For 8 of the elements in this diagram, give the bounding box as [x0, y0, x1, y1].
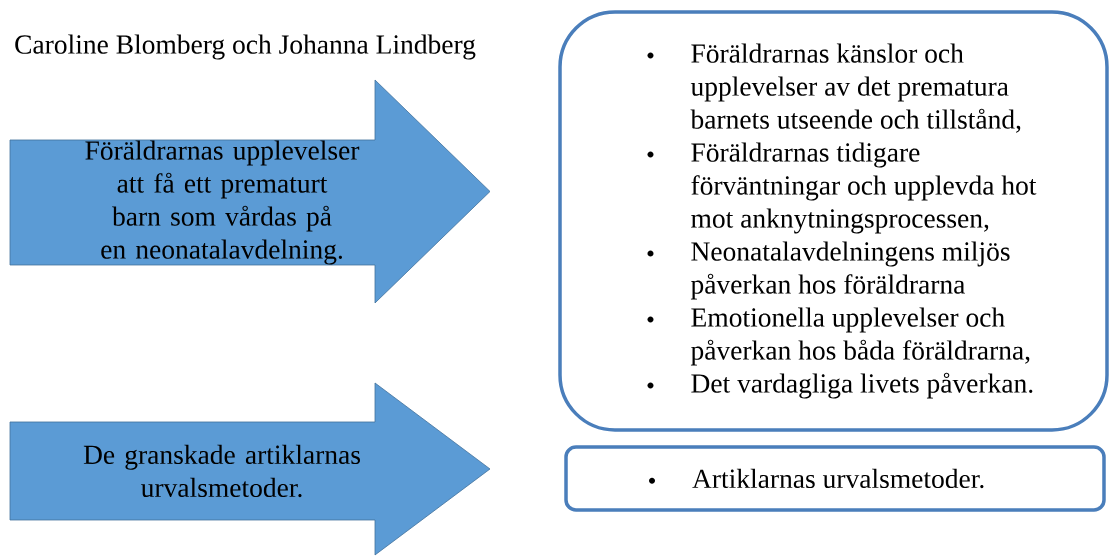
bullet-item: Emotionella upplevelser och påverkan hos båda föräldrarna,: [647, 307, 1030, 366]
bullet-item: Neonatalavdelningens miljös påverkan hos föräldrarna: [647, 241, 1010, 300]
bullet-item: Föräldrarnas känslor och upplevelser av det prematura barnets utseende och tillstånd,: [647, 43, 1021, 133]
rounded-box: [558, 10, 1109, 432]
bullet-item: Föräldrarnas tidigare förväntningar och upplevda hot mot anknytningsprocessen,: [647, 142, 1037, 234]
rounded-box: [564, 445, 1106, 512]
bullet-item: Artiklarnas urvalsmetoder.: [649, 468, 984, 489]
bullet-item: Det vardagliga livets påverkan.: [647, 372, 1033, 399]
